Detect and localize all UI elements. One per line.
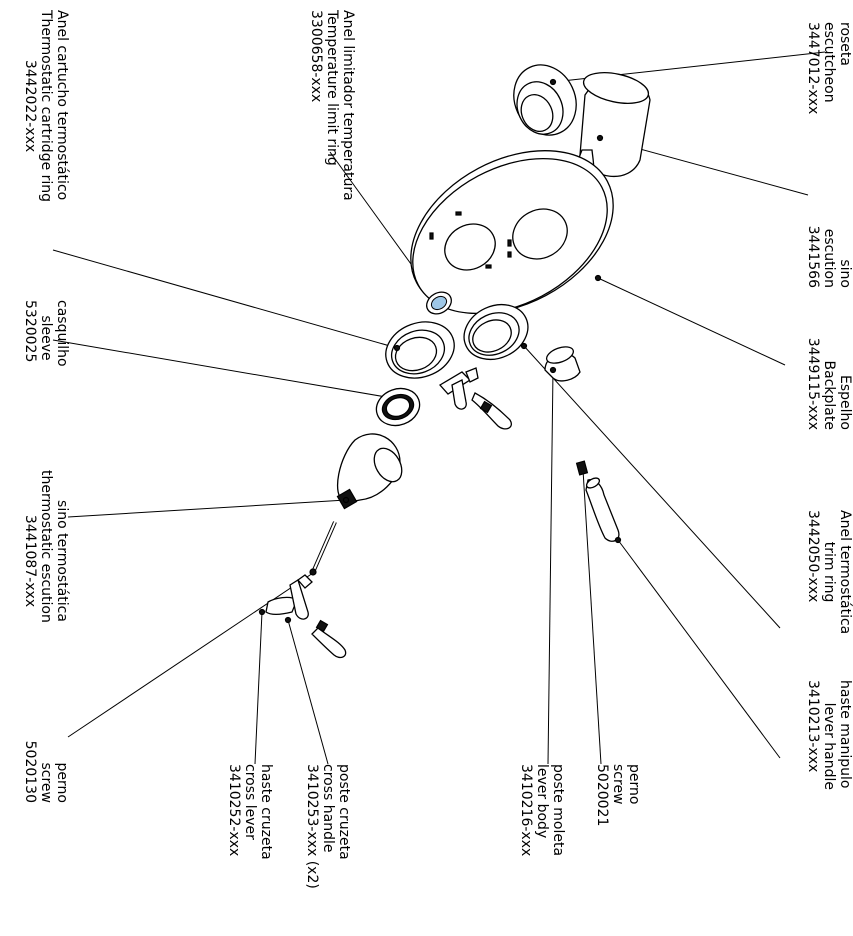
cross-handle-bottom-part — [258, 574, 347, 659]
label-anel-termostatica-code: 3442050-xxx — [805, 510, 821, 603]
small-screw-part — [575, 460, 589, 476]
leader-poste-moleta — [547, 369, 554, 765]
label-espelho: Espelho Backplate 3449115-xxx — [805, 330, 853, 430]
label-anel-limitador: Anel limitador temperatura Temperature l… — [308, 10, 356, 201]
label-perno-left-en: screw — [38, 762, 54, 803]
label-haste-cruzeta-pt: haste cruzeta — [258, 764, 274, 860]
label-roseta-code: 3447012-xxx — [805, 22, 821, 115]
leader-haste-cruzeta — [254, 611, 263, 765]
trim-ring-part — [463, 303, 529, 361]
label-anel-limitador-pt: Anel limitador temperatura — [340, 10, 356, 201]
label-perno-right-code: 5020021 — [594, 764, 610, 827]
label-roseta: roseta escutcheon 3447012-xxx — [805, 22, 853, 114]
lever-handle-part — [585, 477, 622, 544]
label-anel-termostatica-pt: Anel termostática — [837, 510, 853, 635]
label-perno-left: perno screw 5020130 — [22, 735, 70, 803]
leader-perno-left — [67, 572, 314, 738]
label-casquilho: casquilho sleeve 5320025 — [22, 300, 70, 376]
label-haste-cruzeta-en: cross lever — [242, 764, 258, 840]
label-haste-manipulo-en: lever handle — [821, 702, 837, 790]
label-roseta-pt: roseta — [837, 22, 853, 66]
label-haste-cruzeta-code: 3410252-xxx — [226, 764, 242, 857]
label-poste-cruzeta-code: 3410253-xxx (x2) — [304, 764, 320, 889]
label-haste-manipulo-code: 3410213-xxx — [805, 680, 821, 773]
label-poste-cruzeta-pt: poste cruzeta — [336, 764, 352, 860]
leader-casquilho — [52, 339, 387, 398]
label-sino-code: 3441566 — [805, 225, 821, 288]
label-anel-termostatica: Anel termostática trim ring 3442050-xxx — [805, 510, 853, 634]
temperature-limit-ring-part — [426, 291, 452, 315]
long-screw-part — [309, 521, 337, 576]
label-sino-termostatica-code: 3441087-xxx — [22, 514, 38, 608]
label-anel-limitador-en: Temperature limit ring — [324, 10, 340, 166]
label-poste-moleta-code: 3410216-xxx — [518, 764, 534, 857]
label-poste-cruzeta-en: cross handle — [320, 764, 336, 853]
label-anel-termostatica-en: trim ring — [821, 541, 837, 603]
thermostatic-escution-part — [336, 433, 403, 510]
label-anel-cartucho: Anel cartucho termostático Thermostatic … — [22, 10, 70, 202]
label-poste-moleta-pt: poste moleta — [550, 764, 566, 857]
leader-lines — [52, 51, 826, 765]
label-poste-cruzeta: poste cruzeta cross handle 3410253-xxx (… — [304, 764, 352, 889]
roseta-escutcheon-part — [513, 64, 577, 136]
leader-sino-termostatica — [67, 499, 347, 518]
leader-poste-cruzeta — [287, 619, 329, 765]
label-sino-en: escution — [821, 228, 837, 288]
label-sino-termostatica: sino termostática thermostatic escution … — [22, 470, 70, 652]
label-casquilho-en: sleeve — [38, 315, 54, 361]
leader-espelho — [597, 277, 786, 366]
label-perno-right-en: screw — [610, 764, 626, 805]
leader-anel-termostatica — [523, 345, 781, 629]
label-poste-moleta: poste moleta lever body 3410216-xxx — [518, 764, 566, 856]
label-roseta-en: escutcheon — [821, 22, 837, 103]
leader-anel-cartucho — [52, 249, 398, 349]
lever-body-part — [544, 346, 581, 382]
label-espelho-pt: Espelho — [837, 375, 853, 430]
leader-haste-manipulo — [617, 539, 781, 759]
label-poste-moleta-en: lever body — [534, 764, 550, 839]
label-perno-right: perno screw 5020021 — [594, 764, 642, 826]
label-anel-limitador-code: 3300658-xxx — [308, 10, 324, 103]
label-casquilho-pt: casquilho — [54, 300, 70, 367]
leader-perno-right — [582, 469, 602, 765]
cartridge-ring-part — [385, 321, 455, 379]
sleeve-part — [375, 387, 421, 427]
label-anel-cartucho-en: Thermostatic cartridge ring — [38, 10, 54, 203]
label-sino: sino escution 3441566 — [805, 200, 853, 288]
label-perno-right-pt: perno — [626, 764, 642, 805]
label-haste-cruzeta: haste cruzeta cross lever 3410252-xxx — [226, 764, 274, 860]
label-sino-termostatica-pt: sino termostática — [54, 500, 70, 622]
label-anel-cartucho-pt: Anel cartucho termostático — [54, 10, 70, 201]
label-anel-cartucho-code: 3442022-xxx — [22, 59, 38, 153]
cross-handle-middle-part — [438, 367, 512, 430]
label-espelho-code: 3449115-xxx — [805, 337, 821, 430]
backplate-part — [410, 150, 614, 315]
label-perno-left-pt: perno — [54, 762, 70, 803]
label-haste-manipulo: haste manipulo lever handle 3410213-xxx — [805, 680, 853, 790]
label-haste-manipulo-pt: haste manipulo — [837, 680, 853, 789]
label-sino-pt: sino — [837, 259, 853, 288]
label-sino-termostatica-en: thermostatic escution — [38, 470, 54, 623]
label-perno-left-code: 5020130 — [22, 740, 38, 803]
label-casquilho-code: 5320025 — [22, 300, 38, 363]
label-espelho-en: Backplate — [821, 360, 837, 430]
